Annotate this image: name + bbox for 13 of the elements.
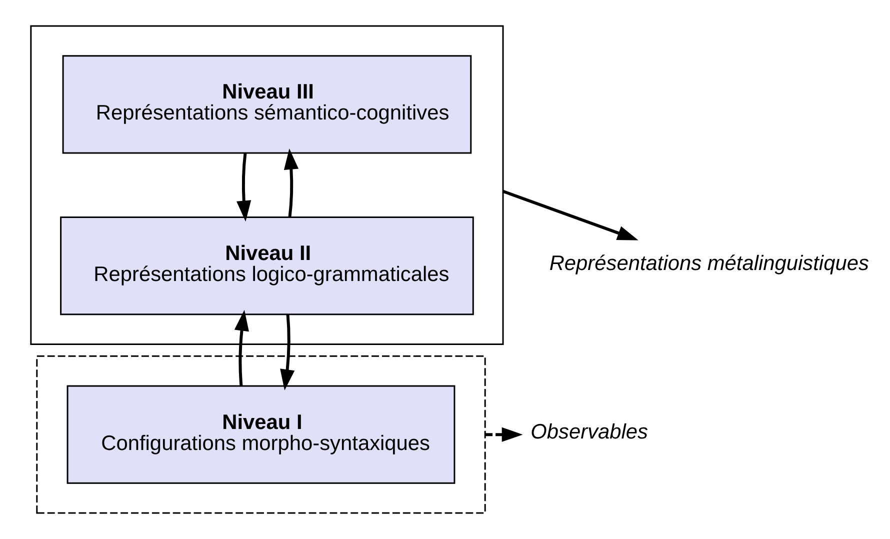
arrow [283,148,298,218]
arrow [236,152,251,222]
node-box: Niveau III Représentations sémantico-cognitives [62,55,472,154]
node-box: Niveau II Représentations logico-grammaticales [60,216,474,316]
node-text: Représentations métalinguistiques [548,252,868,275]
arrow [234,310,248,386]
cluster [36,355,486,514]
arrow [280,314,294,390]
cluster [30,25,504,345]
node-box: Niveau I Configurations morpho-syntaxiques [66,385,455,484]
node-text: Observables [530,420,648,444]
arrow [502,190,638,240]
arrow [484,427,522,442]
